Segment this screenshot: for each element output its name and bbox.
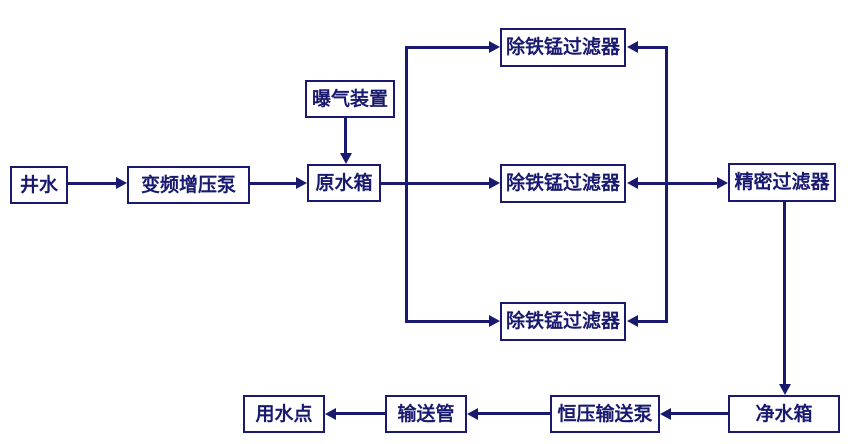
node-aeration-device: 曝气装置 — [305, 80, 395, 118]
edge-pump-pipe-arrowhead-icon — [467, 408, 478, 420]
node-iron-manganese-filter-top: 除铁锰过滤器 — [500, 28, 626, 67]
edge-wellwater-pump-line — [68, 182, 116, 185]
node-well-water: 井水 — [10, 166, 68, 204]
edge-pump-pipe-line — [478, 412, 550, 415]
edge-aeration-rawtank-arrowhead-icon — [340, 153, 352, 164]
edge-rawtank-filtermiddle-line — [381, 182, 489, 185]
edge-aeration-rawtank-line — [344, 118, 347, 154]
edge-rawtank-filtermiddle-arrowhead-icon — [489, 177, 500, 189]
node-raw-water-tank: 原水箱 — [307, 164, 381, 202]
node-delivery-pipe: 输送管 — [385, 395, 467, 433]
node-clean-water-tank: 净水箱 — [728, 395, 840, 433]
edge-cleantank-pump-line — [671, 412, 728, 415]
node-iron-manganese-filter-bottom: 除铁锰过滤器 — [500, 302, 626, 341]
node-booster-pump: 变频增压泵 — [127, 166, 250, 204]
edge-pipe-usepoint-arrowhead-icon — [325, 408, 336, 420]
edge-cleantank-pump-arrowhead-icon — [660, 408, 671, 420]
edge-manifold-filtertop-line — [638, 46, 668, 49]
edge-manifold-precisionfilter-line — [638, 182, 717, 185]
edge-rawtank-filtertop-arrowhead-icon — [489, 41, 500, 53]
node-iron-manganese-filter-middle: 除铁锰过滤器 — [500, 164, 626, 203]
edge-manifold-filtermiddle-arrowhead-icon — [627, 177, 638, 189]
edge-rawtank-filterbottom-arrowhead-icon — [489, 315, 500, 327]
edge-manifold-filtertop-arrowhead-icon — [627, 41, 638, 53]
edge-pump-rawtank-line — [250, 182, 296, 185]
node-water-use-point: 用水点 — [243, 395, 325, 433]
edge-pump-rawtank-arrowhead-icon — [296, 177, 307, 189]
edge-precision-cleantank-arrowhead-icon — [779, 384, 791, 395]
node-precision-filter: 精密过滤器 — [728, 163, 836, 202]
node-constant-pressure-pump: 恒压输送泵 — [550, 395, 660, 433]
left-manifold-line — [405, 46, 408, 323]
edge-manifold-precisionfilter-arrowhead-icon — [717, 177, 728, 189]
edge-wellwater-pump-arrowhead-icon — [116, 177, 127, 189]
edge-manifold-filterbottom-arrowhead-icon — [627, 315, 638, 327]
edge-rawtank-filtertop-line — [406, 46, 489, 49]
edge-rawtank-filterbottom-line — [406, 320, 489, 323]
edge-pipe-usepoint-line — [336, 412, 385, 415]
edge-precision-cleantank-line — [783, 202, 786, 385]
edge-manifold-filterbottom-line — [638, 320, 668, 323]
